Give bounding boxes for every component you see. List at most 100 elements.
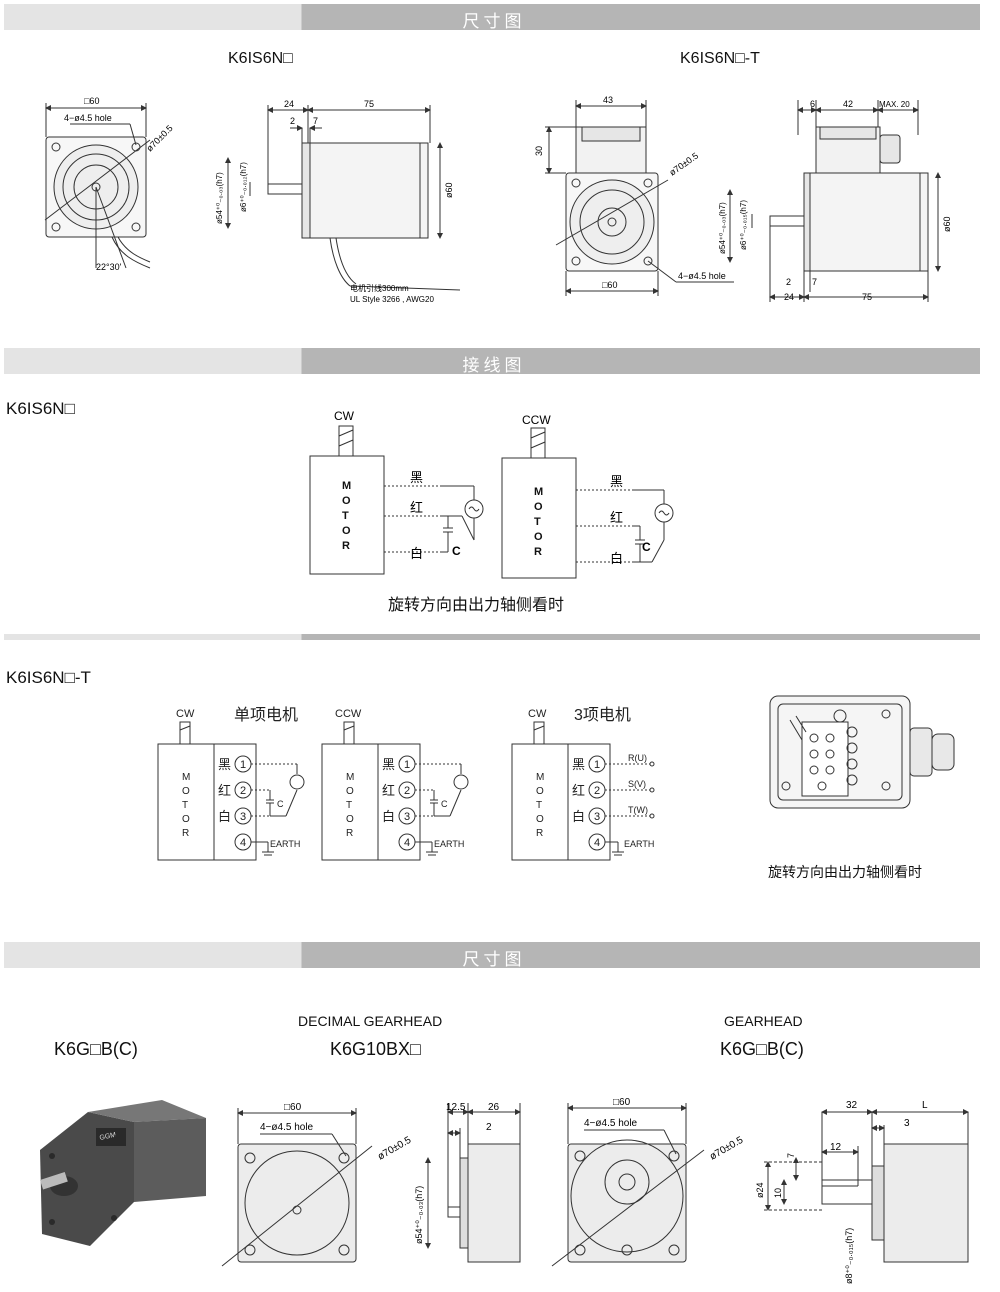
- svg-text:S(V): S(V): [628, 779, 646, 789]
- svg-text:M: M: [342, 480, 351, 492]
- dim-angle: 22°30': [96, 262, 122, 272]
- svg-text:2: 2: [404, 785, 410, 797]
- svg-text:3: 3: [404, 811, 410, 823]
- cw-label: CW: [334, 409, 355, 423]
- dim-pcd-g2: ø70±0.5: [708, 1135, 746, 1163]
- svg-text:EARTH: EARTH: [624, 839, 654, 849]
- model-label-wiring-k6is6n-t: K6IS6N□-T: [6, 668, 91, 687]
- svg-text:EARTH: EARTH: [270, 839, 300, 849]
- dim-pcd: ø70±0.5: [144, 123, 174, 153]
- svg-text:T: T: [534, 516, 541, 528]
- svg-text:T(W): T(W): [628, 805, 648, 815]
- svg-text:M: M: [534, 486, 543, 498]
- dim-pilot-t: ø54⁺⁰₋₀.₀₃(h7): [718, 202, 727, 254]
- svg-text:O: O: [534, 531, 543, 543]
- wire-white-ccw: 白: [610, 551, 623, 566]
- dim-shaft: ø6⁺⁰₋₀.₀₁₂(h7): [239, 162, 248, 212]
- single-phase-label: 单项电机: [234, 706, 298, 724]
- wire-red-ccw: 红: [610, 510, 623, 525]
- decimal-gearhead-title: DECIMAL GEARHEAD: [298, 1013, 443, 1029]
- dim-32: 32: [846, 1100, 858, 1111]
- model-label-k6is6n: K6IS6N□: [228, 50, 293, 67]
- svg-text:C: C: [441, 799, 448, 809]
- motor-side-view: [225, 105, 461, 291]
- svg-text:O: O: [534, 501, 543, 513]
- svg-text:1: 1: [404, 759, 410, 771]
- dim-2: 2: [290, 116, 295, 126]
- dim-d60-t: ø60: [942, 216, 952, 232]
- gearhead-front-view: [551, 1103, 705, 1267]
- dim-sq60-g2: □60: [613, 1097, 631, 1108]
- model-label-wiring-k6is6n: K6IS6N□: [6, 399, 75, 418]
- svg-text:R: R: [342, 540, 350, 552]
- svg-text:O: O: [346, 814, 354, 825]
- section-title: 接线图: [462, 356, 526, 376]
- dim-sq60: □60: [84, 96, 99, 106]
- dim-holes-g2: 4−ø4.5 hole: [584, 1118, 638, 1129]
- wiring-cw: [309, 425, 484, 575]
- svg-text:O: O: [536, 786, 544, 797]
- dim-30: 30: [534, 146, 544, 156]
- dim-holes-t: 4−ø4.5 hole: [678, 271, 726, 281]
- dim-7-t: 7: [812, 277, 817, 287]
- svg-text:黑: 黑: [218, 757, 231, 772]
- svg-text:白: 白: [218, 809, 231, 824]
- wire-white: 白: [410, 546, 423, 561]
- lead-length: 电机引线300mm: [350, 283, 409, 293]
- wiring-t-boxes: [157, 721, 655, 861]
- dim-10: 10: [773, 1188, 783, 1198]
- svg-text:O: O: [182, 814, 190, 825]
- motor-front-view: [44, 103, 151, 269]
- dim-max20: MAX. 20: [879, 100, 910, 109]
- svg-text:1: 1: [240, 759, 246, 771]
- dim-pilot: ø54⁺⁰₋₀.₀₃(h7): [215, 172, 224, 224]
- rotation-caption-t: 旋转方向由出力轴侧看时: [768, 865, 922, 881]
- dim-24-t: 24: [784, 292, 794, 302]
- dim-2-t: 2: [786, 277, 791, 287]
- svg-text:O: O: [342, 525, 351, 537]
- dim-24-g: ø24: [755, 1182, 765, 1198]
- model-label-k6gb-2: K6G□B(C): [720, 1039, 804, 1059]
- dim-43: 43: [603, 95, 613, 105]
- svg-text:C: C: [277, 799, 284, 809]
- dim-holes: 4−ø4.5 hole: [64, 113, 112, 123]
- motor-t-side-view: [727, 100, 941, 302]
- svg-text:白: 白: [572, 809, 585, 824]
- dim-d60: ø60: [444, 182, 454, 198]
- section-divider: [4, 634, 980, 640]
- svg-text:R: R: [536, 828, 543, 839]
- svg-text:M: M: [536, 772, 544, 783]
- dim-2-g: 2: [486, 1122, 492, 1133]
- svg-text:红: 红: [572, 783, 585, 798]
- svg-text:4: 4: [404, 837, 410, 849]
- ul-style: UL Style 3266 , AWG20: [350, 295, 434, 304]
- wire-black: 黑: [410, 470, 423, 485]
- svg-text:M: M: [182, 772, 190, 783]
- dim-7-g: 7: [786, 1153, 796, 1158]
- dim-pilot-g: ø54⁺⁰₋₀.₀₃(h7): [414, 1186, 424, 1244]
- svg-text:R: R: [182, 828, 189, 839]
- svg-text:3: 3: [240, 811, 246, 823]
- ccw-label: CCW: [522, 413, 551, 427]
- dim-24: 24: [284, 99, 294, 109]
- svg-text:O: O: [536, 814, 544, 825]
- svg-text:T: T: [182, 800, 188, 811]
- dim-pcd-g: ø70±0.5: [376, 1135, 414, 1163]
- section-title: 尺寸图: [462, 950, 526, 970]
- svg-text:R(U): R(U): [628, 753, 647, 763]
- ccw-label-t: CCW: [335, 708, 362, 720]
- svg-text:GGM: GGM: [99, 1132, 117, 1142]
- cw-label-t: CW: [176, 708, 195, 720]
- svg-text:EARTH: EARTH: [434, 839, 464, 849]
- cw-label-t3: CW: [528, 708, 547, 720]
- svg-text:2: 2: [594, 785, 600, 797]
- dim-sq60-t: □60: [602, 280, 617, 290]
- dim-26: 26: [488, 1102, 500, 1113]
- terminal-box-illustration: [769, 695, 955, 809]
- dim-75: 75: [364, 99, 374, 109]
- three-phase-label: 3项电机: [574, 706, 631, 724]
- dim-7: 7: [313, 116, 318, 126]
- svg-text:红: 红: [382, 783, 395, 798]
